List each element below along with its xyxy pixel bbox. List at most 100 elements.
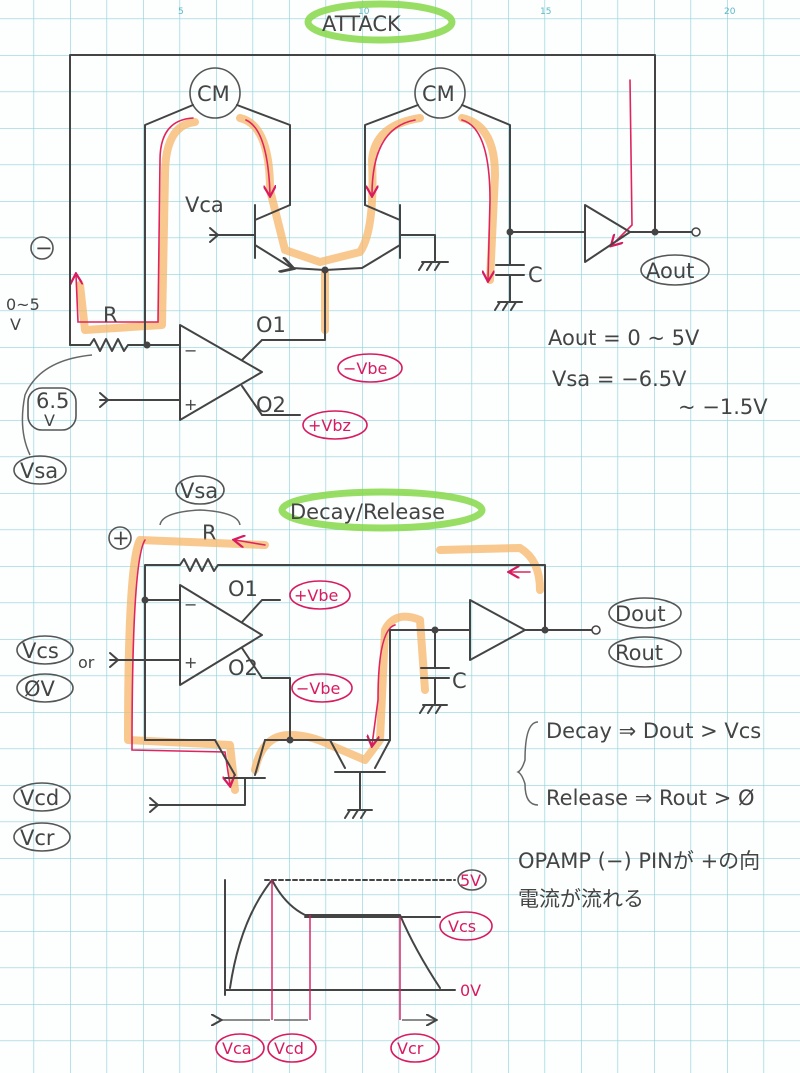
plus-sign: + <box>112 526 130 550</box>
attack-current-path-4 <box>458 114 499 284</box>
vcs-oval <box>16 635 74 665</box>
note-release: Release ⇒ Rout > Ø <box>546 786 755 810</box>
ruler-5: 5 <box>178 7 184 17</box>
env-0v-label: 0V <box>460 981 481 1000</box>
attack-resistor <box>69 338 181 352</box>
env-vcd-label: Vcd <box>274 1039 304 1058</box>
env-5v-label: 5V <box>460 871 481 890</box>
q1-emitter <box>254 244 326 270</box>
attack-current-path-2 <box>236 114 424 266</box>
vca-label: Vca <box>185 193 224 217</box>
minus-circle <box>30 236 54 260</box>
aout-oval <box>640 254 710 286</box>
rout-oval <box>608 636 682 668</box>
plus-vbe-label: +Vbe <box>294 586 338 605</box>
opamp1-outputs <box>241 339 301 416</box>
env-vcd-oval <box>267 1033 317 1063</box>
env-vca-label: Vca <box>222 1039 252 1058</box>
attack-red-arrow-1 <box>76 117 194 323</box>
attack-red-arrow-4 <box>461 119 490 280</box>
aout-terminal <box>691 227 701 237</box>
decay-capacitor <box>389 629 471 741</box>
opamp1-o1: O1 <box>256 313 286 337</box>
opamp2-outputs <box>241 599 291 741</box>
notes-brace <box>516 721 539 806</box>
note-opamp-pin: OPAMP (−) PINが +の向 <box>518 849 760 873</box>
transistor-q2 <box>324 204 449 271</box>
opamp2-plus: + <box>184 653 197 672</box>
decay-title-highlight <box>278 488 486 532</box>
output-node <box>651 228 659 236</box>
inverting-node <box>143 341 151 349</box>
attack-section: ATTACK CM CM Vca C Ao <box>6 0 768 485</box>
v65-label: 6.5 <box>36 389 69 413</box>
minus-vbe-label-2: −Vbe <box>296 679 340 698</box>
minus-vbe-oval <box>337 353 403 383</box>
env-vca-oval <box>215 1033 265 1063</box>
vsa-lead <box>21 354 93 456</box>
envelope-curve <box>229 879 441 989</box>
decay-section: Decay/Release Vsa R + − + O1 O2 +Vbe −Vb… <box>13 475 761 911</box>
dout-label: Dout <box>615 602 666 626</box>
note-current-flow: 電流が流れる <box>518 887 644 911</box>
vca-input-arrow <box>209 227 219 243</box>
decay-title: Decay/Release <box>290 500 445 524</box>
attack-capacitor <box>494 231 525 311</box>
plus-vbz-oval <box>302 410 368 440</box>
noninverting-input <box>99 392 181 408</box>
zero-v-label: ØV <box>24 677 56 701</box>
decay-vsa-label: Vsa <box>180 479 218 503</box>
decay-cap-node <box>431 626 439 634</box>
vsa-brace <box>159 509 241 526</box>
attack-red-arrow-3 <box>372 119 416 195</box>
minus-vbe-label: −Vbe <box>343 359 387 378</box>
env-vcs-oval <box>439 911 493 941</box>
vsa-label: Vsa <box>20 459 58 483</box>
tail-wire <box>261 269 326 341</box>
dout-oval <box>608 597 682 629</box>
env-5v-oval <box>457 869 487 891</box>
opamp2-inputs <box>109 599 181 668</box>
current-mirror-2 <box>414 67 466 119</box>
rout-label: Rout <box>615 641 663 665</box>
cm2-legs <box>364 104 511 233</box>
decay-red-arrow-2 <box>131 539 230 785</box>
vcd-oval <box>13 782 71 812</box>
env-vcr-oval <box>390 1033 440 1063</box>
note-aout-range: Aout = 0 ~ 5V <box>548 326 700 350</box>
attack-buffer <box>509 204 693 263</box>
plus-vbe-oval <box>289 580 351 610</box>
vcs-label: Vcs <box>22 639 59 663</box>
env-vcs-label: Vcs <box>448 917 476 936</box>
decay-cap-label: C <box>452 669 467 693</box>
vcd-label: Vcd <box>20 786 59 810</box>
envelope-axes <box>224 879 456 996</box>
attack-red-arrow-2 <box>245 119 270 195</box>
attack-title-highlight <box>304 0 456 44</box>
minus-vbe-oval-2 <box>291 673 353 703</box>
vsa-oval <box>13 455 67 485</box>
transistor-q4 <box>329 739 391 819</box>
opamp1-o2: O2 <box>256 393 286 417</box>
opamp-1 <box>179 324 263 421</box>
decay-current-path-1 <box>124 536 269 794</box>
opamp1-plus: + <box>184 395 197 414</box>
zero-v-oval <box>16 673 74 703</box>
plus-vbz-label: +Vbz <box>308 416 351 435</box>
envelope-phase-markers <box>271 880 401 1020</box>
cm2-label: CM <box>422 82 455 106</box>
attack-cap-label: C <box>528 263 543 287</box>
decay-red-arrow-3 <box>372 624 396 745</box>
note-vsa-range: Vsa = −6.5V <box>552 367 687 391</box>
opamp-2 <box>179 584 263 686</box>
current-mirror-1 <box>189 67 241 119</box>
dout-terminal <box>591 625 601 635</box>
opamp2-o1: O1 <box>228 577 258 601</box>
note-vsa-range-2: ~ −1.5V <box>678 395 768 419</box>
emitter-node <box>286 736 294 744</box>
decay-current-path-2 <box>436 544 544 594</box>
decay-red-arrow-1 <box>235 540 266 545</box>
